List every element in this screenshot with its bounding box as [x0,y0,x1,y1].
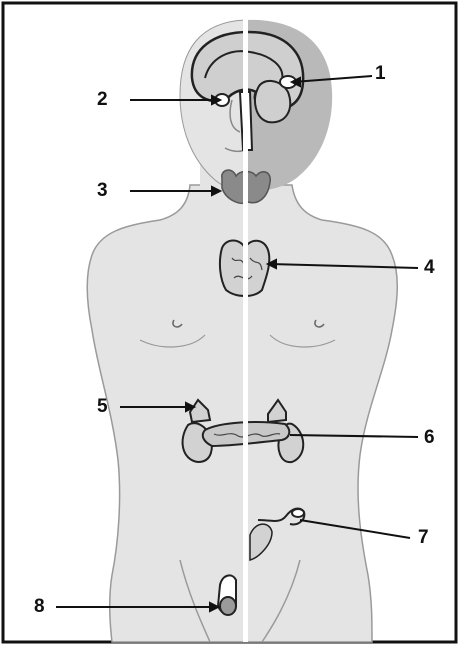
label-1: 1 [375,64,386,83]
center-divider [243,8,248,642]
label-2: 2 [97,90,108,109]
label-7: 7 [418,528,429,547]
label-4: 4 [424,258,435,277]
label-5: 5 [97,397,108,416]
label-6: 6 [424,428,435,447]
label-3: 3 [97,181,108,200]
testis [218,575,236,615]
label-8: 8 [34,597,45,616]
